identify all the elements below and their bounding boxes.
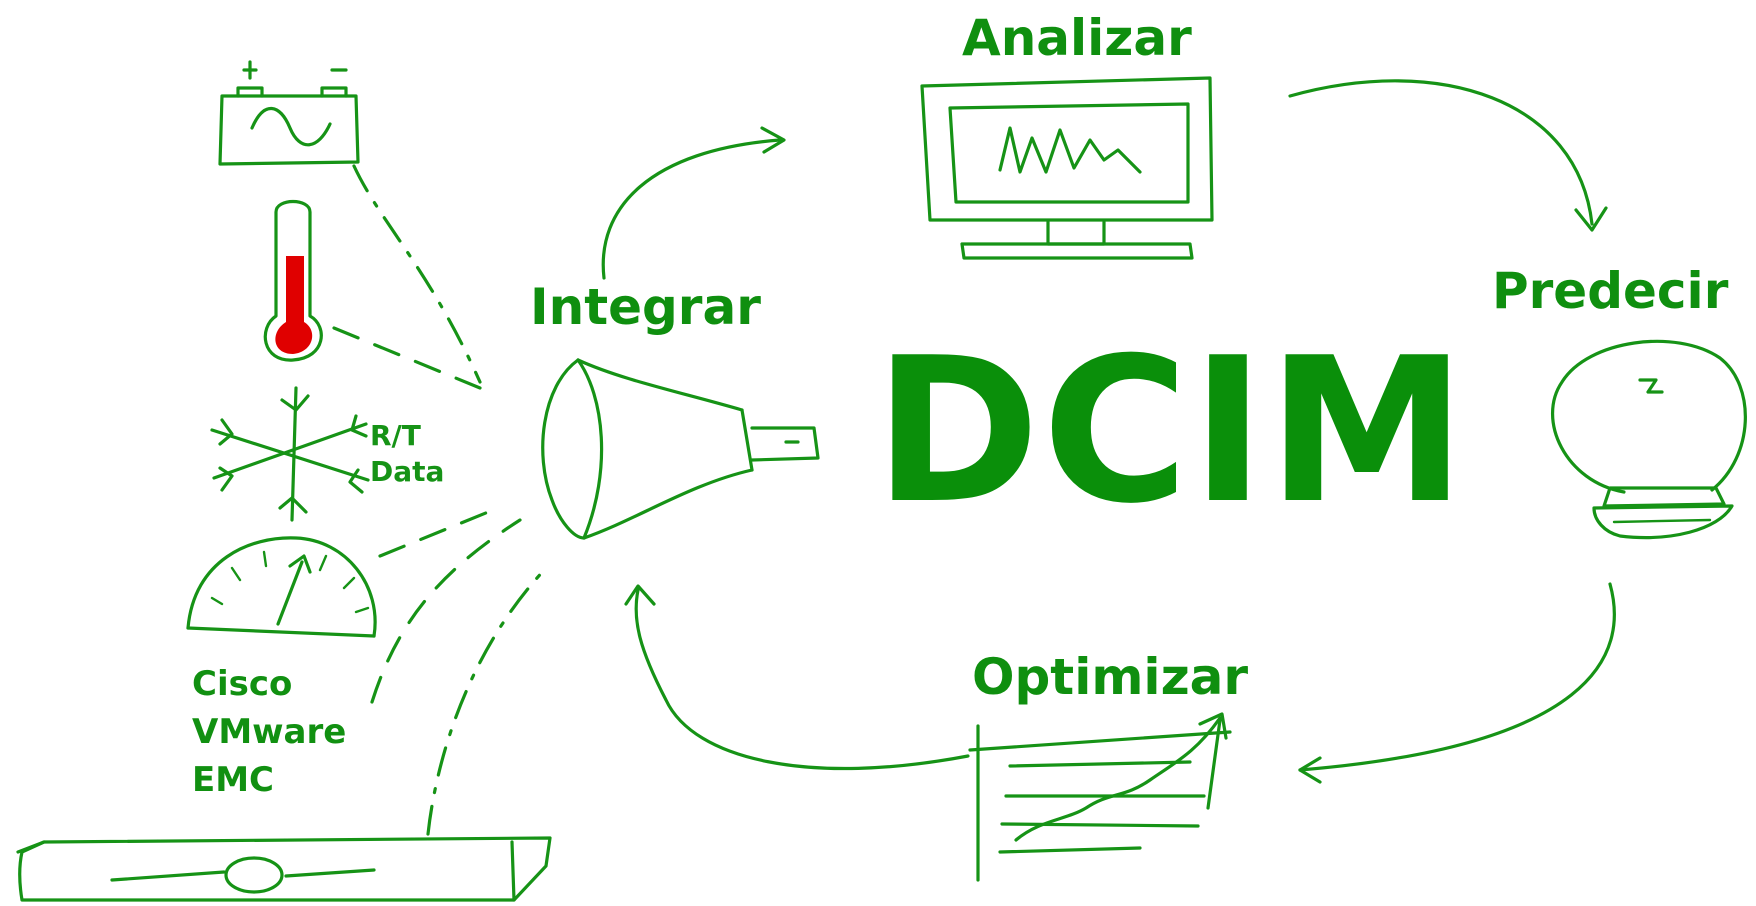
gauge-icon [186, 536, 377, 638]
integrate-label: Integrar [530, 278, 761, 336]
optimize-label: Optimizar [972, 648, 1249, 706]
predict-label: Predecir [1492, 262, 1729, 320]
cycle-arrows [601, 79, 1616, 784]
server-rack-icon [16, 836, 552, 902]
crystal-ball-icon [1551, 339, 1747, 540]
monitor-icon [920, 76, 1214, 260]
dcim-title: DCIM [874, 315, 1469, 548]
source-connection-lines [332, 164, 550, 836]
analyze-label: Analizar [962, 9, 1192, 67]
battery-icon [218, 60, 360, 166]
funnel-icon [541, 358, 820, 540]
vendor-vmware: VMware [192, 712, 347, 752]
vendor-emc: EMC [192, 760, 275, 800]
snowflake-icon [210, 386, 370, 522]
chart-icon [968, 712, 1232, 882]
realtime-data-label: R/T Data [370, 418, 444, 490]
vendor-cisco: Cisco [192, 664, 293, 704]
vendor-list: Cisco VMware EMC [192, 660, 346, 804]
realtime-line-1: R/T [370, 419, 421, 452]
thermometer-icon [263, 199, 323, 362]
realtime-line-2: Data [370, 455, 445, 488]
